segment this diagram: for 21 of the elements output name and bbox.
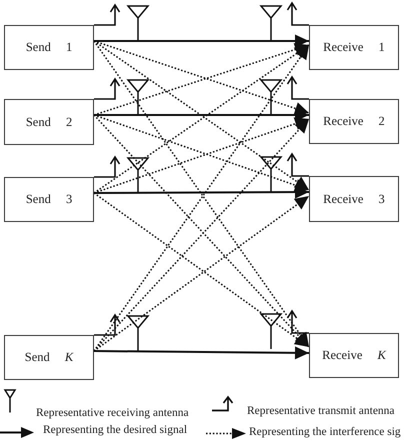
process-box [4,25,94,70]
node-label: Send 3 [26,192,72,207]
legend-text: Representative transmit antenna [247,405,395,419]
process-box [309,333,399,378]
node-label: Send 2 [26,114,72,130]
process-box [4,99,94,145]
node-label: Receive K [322,348,386,363]
node-label: Send 1 [26,40,72,55]
node-label: Receive 1 [323,40,385,55]
node-label: Receive 3 [323,192,385,206]
legend-text: Representing the interference sig [249,426,401,440]
process-box [4,177,94,222]
arrow [94,346,309,360]
node-label: Receive 2 [323,114,385,129]
process-box [309,99,399,144]
process-box [4,335,94,380]
legend-text: Representative receiving antenna [36,407,189,421]
process-box [309,176,399,222]
process-box [309,25,399,70]
legend-text: Representing the desired signal [43,424,188,438]
node-label: Send K [24,350,74,365]
